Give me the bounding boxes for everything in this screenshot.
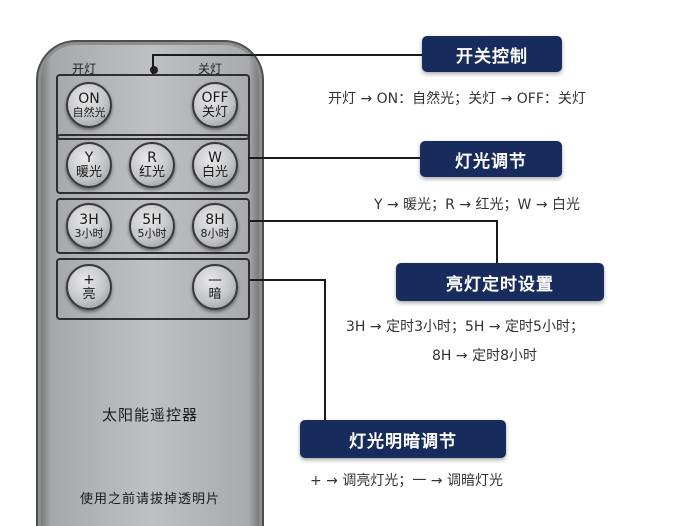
timer-5h-button-label: 5H — [142, 211, 162, 228]
timer-3h-button-label: 3H — [79, 211, 99, 228]
light-adjust-heading: 灯光调节 — [420, 141, 562, 177]
red-light-button[interactable]: R 红光 — [129, 142, 175, 188]
white-light-button[interactable]: W 白光 — [192, 142, 238, 188]
connector-line — [152, 54, 154, 74]
timer-8h-button[interactable]: 8H 8小时 — [192, 203, 238, 249]
timer-setting-heading: 亮灯定时设置 — [396, 263, 604, 301]
timer-3h-button-sublabel: 3小时 — [74, 226, 104, 240]
timer-5h-button[interactable]: 5H 5小时 — [129, 203, 175, 249]
switch-control-heading: 开关控制 — [422, 36, 562, 72]
on-group-label: 开灯 — [72, 62, 97, 76]
connector-line — [324, 279, 326, 421]
off-button[interactable]: OFF 关灯 — [192, 82, 238, 128]
connector-line — [250, 279, 326, 281]
connector-line — [250, 220, 498, 222]
white-light-button-sublabel: 白光 — [201, 164, 228, 180]
connector-line — [152, 54, 422, 56]
switch-control-description: 开灯 → ON：自然光；关灯 → OFF：关灯 — [328, 91, 586, 107]
timer-setting-description-line2: 8H → 定时8小时 — [432, 348, 537, 364]
timer-3h-button[interactable]: 3H 3小时 — [66, 203, 112, 249]
timer-setting-description-line1: 3H → 定时3小时；5H → 定时5小时； — [346, 319, 584, 335]
off-button-label: OFF — [201, 89, 229, 106]
off-button-sublabel: 关灯 — [201, 104, 228, 120]
off-group-label: 关灯 — [198, 62, 223, 76]
brightness-down-button[interactable]: — 暗 — [192, 264, 238, 310]
brightness-adjust-description: + → 调亮灯光；一 → 调暗灯光 — [310, 473, 503, 489]
warm-light-button-label: Y — [84, 149, 94, 166]
brightness-adjust-heading: 灯光明暗调节 — [300, 420, 506, 458]
timer-8h-button-label: 8H — [205, 211, 225, 228]
switch-button-group — [56, 74, 250, 140]
brightness-button-group — [56, 258, 250, 320]
connector-dot — [150, 66, 158, 74]
color-button-group — [56, 134, 250, 194]
connector-line — [248, 157, 420, 159]
brightness-down-button-sublabel: 暗 — [208, 286, 222, 302]
brightness-up-button-sublabel: 亮 — [82, 286, 96, 302]
light-adjust-description: Y → 暖光；R → 红光；W → 白光 — [374, 197, 581, 213]
brightness-down-button-label: — — [208, 271, 222, 288]
remote-title: 太阳能遥控器 — [101, 406, 198, 424]
on-button-sublabel: 自然光 — [72, 105, 106, 119]
on-button[interactable]: ON 自然光 — [66, 82, 112, 128]
connector-line — [496, 220, 498, 264]
warm-light-button[interactable]: Y 暖光 — [66, 142, 112, 188]
remote-footer-note: 使用之前请拔掉透明片 — [79, 492, 220, 507]
remote-control: 开灯 关灯 ON 自然光 OFF 关灯 Y 暖光 R 红光 W 白光 3H 3小… — [36, 40, 264, 526]
timer-8h-button-sublabel: 8小时 — [200, 226, 230, 240]
warm-light-button-sublabel: 暖光 — [75, 164, 102, 180]
red-light-button-label: R — [147, 149, 157, 166]
white-light-button-label: W — [208, 149, 222, 166]
timer-button-group — [56, 198, 250, 254]
brightness-up-button-label: + — [83, 271, 95, 288]
brightness-up-button[interactable]: + 亮 — [66, 264, 112, 310]
timer-5h-button-sublabel: 5小时 — [137, 226, 167, 240]
on-button-label: ON — [78, 90, 100, 107]
red-light-button-sublabel: 红光 — [138, 164, 165, 180]
